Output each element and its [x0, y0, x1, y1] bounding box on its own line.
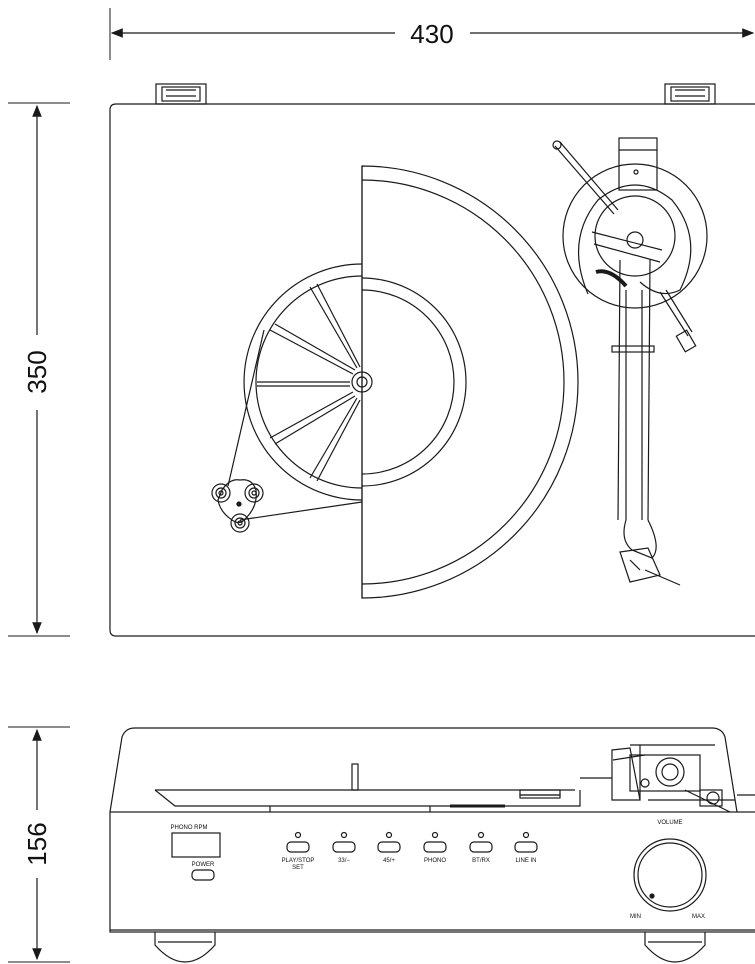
speed-33-label: 33/− [338, 858, 350, 864]
line-in-button[interactable]: LINE IN [514, 831, 538, 865]
motor-belt [211, 329, 363, 533]
bt-rx-label: BT/RX [472, 858, 490, 864]
play-stop-sublabel: SET [292, 865, 304, 871]
phono-label: PHONO [424, 858, 446, 864]
control-buttons: PLAY/STOP SET 33/− 45/+ PHONO BT [282, 831, 538, 872]
dust-cover [109, 727, 738, 813]
width-dimension: 430 [109, 8, 755, 60]
speed-33-button[interactable]: 33/− [332, 831, 356, 865]
volume-label: VOLUME [657, 820, 682, 826]
top-view [109, 83, 755, 637]
tonearm-side [580, 744, 735, 813]
power-label: POWER [192, 862, 215, 868]
foot-left [154, 932, 216, 963]
play-stop-button[interactable]: PLAY/STOP SET [282, 831, 315, 872]
foot-right [644, 932, 706, 963]
front-view: PHONO RPM POWER PLAY/STOP SET 33/− 45/+ [109, 727, 755, 963]
bt-rx-button[interactable]: BT/RX [469, 831, 493, 865]
rpm-display [171, 832, 221, 858]
line-in-label: LINE IN [515, 858, 536, 864]
hinge-right [664, 83, 716, 105]
depth-value: 350 [22, 350, 52, 393]
tonearm-top [552, 137, 708, 586]
front-panel [109, 811, 755, 933]
speed-45-label: 45/+ [383, 858, 395, 864]
power-button[interactable] [191, 869, 215, 881]
play-stop-label: PLAY/STOP [282, 858, 315, 864]
platter [361, 165, 579, 599]
width-value: 430 [410, 19, 453, 49]
plinth-top [109, 103, 755, 637]
spindle [356, 376, 368, 388]
hinge-left [155, 83, 207, 105]
depth-dimension: 350 [8, 102, 70, 637]
height-dimension: 156 [8, 726, 70, 963]
speed-45-button[interactable]: 45/+ [377, 831, 401, 865]
volume-min-label: MIN [630, 914, 641, 920]
volume-knob[interactable] [633, 838, 707, 912]
phono-button[interactable]: PHONO [423, 831, 447, 865]
inner-wheel [243, 166, 373, 598]
platter-side [154, 763, 581, 812]
height-value: 156 [22, 822, 52, 865]
volume-control: VOLUME MIN MAX [630, 820, 707, 920]
display-label: PHONO RPM [170, 825, 207, 831]
volume-max-label: MAX [692, 914, 705, 920]
